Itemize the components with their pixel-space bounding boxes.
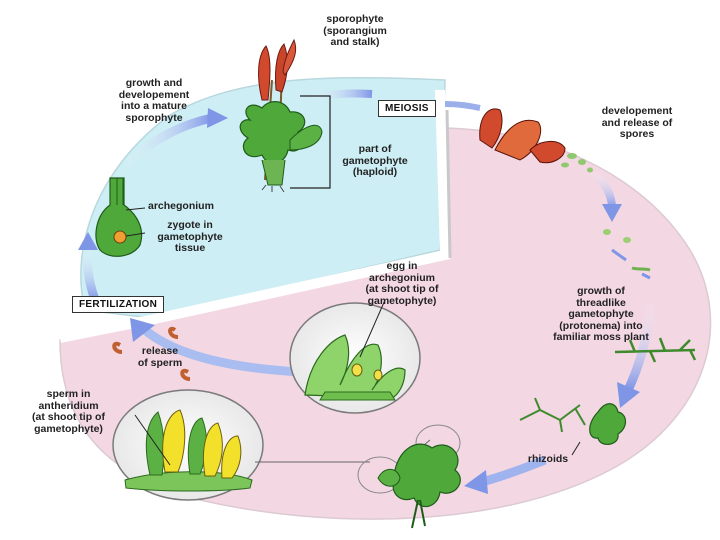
label-release-spores: developement and release of spores xyxy=(601,105,673,140)
label-sperm: sperm in antheridium (at shoot tip of ga… xyxy=(32,388,105,435)
separator-band xyxy=(59,89,451,343)
rhizoid-leader xyxy=(571,441,581,456)
arrow-to-protonema xyxy=(623,299,655,392)
label-fertilization: FERTILIZATION xyxy=(72,296,165,313)
label-growth-mature: growth and developement into a mature sp… xyxy=(118,77,190,124)
spore-germination xyxy=(603,229,651,280)
protonema xyxy=(614,337,697,363)
sporophyte-plant xyxy=(239,38,323,193)
sporangia-releasing xyxy=(479,108,593,173)
label-rhizoids: rhizoids xyxy=(527,453,569,465)
arrow-to-protonema-head xyxy=(617,382,640,408)
arrow-to-gametophyte xyxy=(480,455,547,487)
gametophyte-bracket xyxy=(290,95,331,189)
arrow-to-zygote-head xyxy=(78,232,98,250)
arrow-to-sporophyte-head xyxy=(207,108,228,128)
arrow-meiosis-out xyxy=(444,101,481,111)
arrow-fertilization-head xyxy=(130,318,155,342)
label-zygote: zygote in gametophyte tissue xyxy=(157,219,223,254)
arrow-fertilization xyxy=(142,326,301,377)
released-sperm xyxy=(112,326,191,381)
arrow-spores-head xyxy=(602,204,622,222)
label-part-gametophyte: part of gametophyte (haploid) xyxy=(342,143,408,178)
archegonium-with-zygote xyxy=(95,177,146,257)
label-sporophyte: sporophyte (sporangium and stalk) xyxy=(323,13,387,48)
label-egg: egg in archegonium (at shoot tip of game… xyxy=(365,260,439,307)
archegonium-circle xyxy=(289,299,421,414)
label-archegonium: archegonium xyxy=(148,200,214,212)
mature-gametophyte xyxy=(255,424,461,529)
antheridium-circle xyxy=(112,389,264,501)
label-release-sperm: release of sperm xyxy=(137,345,183,369)
young-moss-with-rhizoids xyxy=(519,397,627,445)
label-threadlike: growth of threadlike gametophyte (proton… xyxy=(553,285,649,343)
label-meiosis: MEIOSIS xyxy=(378,100,436,117)
arrow-to-gametophyte-head xyxy=(464,470,488,494)
separator-shadow xyxy=(445,109,452,259)
arrow-to-sporophyte xyxy=(116,113,213,174)
